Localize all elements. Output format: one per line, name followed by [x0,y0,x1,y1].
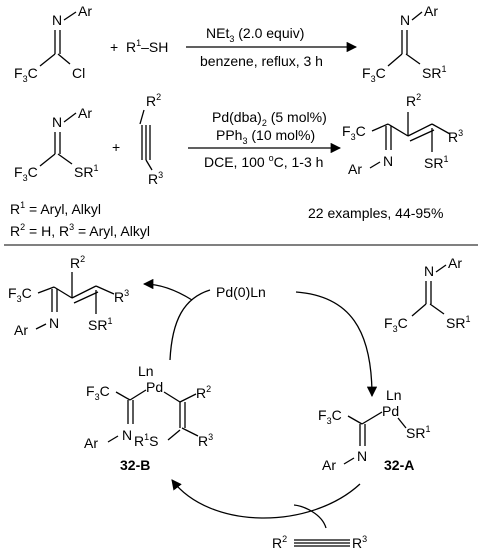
aryl-label: Ar [78,105,92,121]
label-32b: 32-B [120,457,150,473]
reagent-pph3: PPh3 (10 mol%) [216,127,315,146]
ligand-ln: Ln [138,363,154,379]
cycle-substrate: N Ar F3C SR1 [384,255,470,334]
arrow-product-release [142,278,193,301]
reaction2-arrow: Pd(dba)2 (5 mol%) PPh3 (10 mol%) DCE, 10… [188,109,342,170]
r3-label: R3 [148,170,163,187]
atom-n: N [357,448,367,464]
catalyst-pd0: Pd(0)Ln [216,284,266,300]
reaction1-arrow: NEt3 (2.0 equiv) benzene, reflux, 3 h [186,25,358,69]
atom-n: N [49,315,59,331]
thiol: R1–SH [126,38,168,55]
palladium: Pd [382,403,399,419]
conditions-1: benzene, reflux, 3 h [200,53,323,69]
intermediate-32b: Ln F3C Pd R2 R3 R1S N Ar 32-B [84,363,213,473]
sr1-group: SR1 [74,163,98,180]
scope-notes: R1 = Aryl, Alkyl R2 = H, R3 = Aryl, Alky… [10,200,443,239]
r2-label: R2 [272,534,287,551]
reagent-pd: Pd(dba)2 (5 mol%) [212,109,327,128]
r3-label: R3 [114,288,129,305]
cycle-alkyne: R2 R3 [272,534,367,551]
r3-label: R3 [352,534,367,551]
imidoyl-chloride: N Ar F3C Cl [14,3,92,84]
scope-examples: 22 examples, 44-95% [308,205,443,221]
diene-product: F3C R2 R3 SR1 N Ar [342,92,463,177]
arrow-oxidative-addition [295,291,378,398]
cf3-group: F3C [8,285,32,304]
cycle-product: F3C R2 R3 SR1 N Ar [8,254,129,338]
atom-n: N [52,12,62,28]
sr1-group: SR1 [446,314,470,331]
scope-r1: R1 = Aryl, Alkyl [10,200,101,217]
plus-sign: + [112,139,120,155]
sr1-group: SR1 [422,64,446,81]
r2-label: R2 [146,92,161,109]
sr1-group: SR1 [424,154,448,171]
label-32a: 32-A [384,457,414,473]
arrow-alkyne-entry [293,504,327,529]
cf3-group: F3C [86,383,110,402]
cf3-group: F3C [14,65,38,84]
cf3-group: F3C [362,65,386,84]
cf3-group: F3C [342,123,366,142]
cf3-group: F3C [384,315,408,334]
atom-n: N [52,114,62,130]
r3-label: R3 [198,432,213,449]
thiol-formula: R1–SH [126,38,168,55]
r2-label: R2 [406,92,421,109]
aryl-label: Ar [78,3,92,19]
ligand-ln: Ln [386,387,402,403]
conditions-2: DCE, 100 oC, 1-3 h [204,153,323,170]
intermediate-32a: Ln F3C Pd SR1 N Ar 32-A [318,387,430,473]
reagent-net3: NEt3 (2.0 equiv) [206,25,304,44]
atom-n: N [424,263,434,279]
aryl-label: Ar [322,457,336,473]
r1s-group: R1S [134,432,158,449]
r2-label: R2 [70,254,85,271]
palladium: Pd [146,379,163,395]
alkyne-reactant: R2 R3 [139,92,163,187]
scope-r2r3: R2 = H, R3 = Aryl, Alkyl [10,222,150,239]
chlorine-label: Cl [72,65,85,81]
cf3-group: F3C [318,407,342,426]
cf3-group: F3C [14,164,38,183]
r3-label: R3 [448,128,463,145]
sr1-group: SR1 [406,424,430,441]
r2-label: R2 [196,384,211,401]
atom-n: N [400,12,410,28]
atom-n: N [383,153,393,169]
atom-n: N [122,427,132,443]
sr1-group: SR1 [88,316,112,333]
thioimidate-product: N Ar F3C SR1 [362,3,446,84]
arrow-reductive-elimination [169,289,211,361]
aryl-label: Ar [424,3,438,19]
thioimidate-reactant: N Ar F3C SR1 [14,105,98,183]
plus-sign: + [110,39,118,55]
aryl-label: Ar [14,322,28,338]
aryl-label: Ar [448,255,462,271]
aryl-label: Ar [84,435,98,451]
arrow-insertion [171,479,361,519]
aryl-label: Ar [348,161,362,177]
